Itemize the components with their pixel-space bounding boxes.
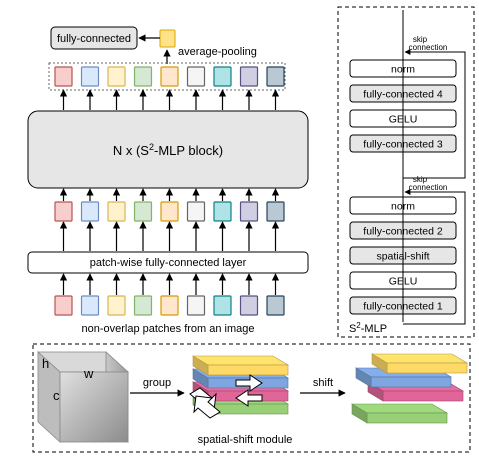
feature-map-cube [36,351,130,443]
patch-token-row [54,295,285,316]
s2mlp-panel-title: S2-MLP [349,321,387,335]
embedded-token-row [54,201,285,222]
patch-token-5 [160,295,179,316]
output-token-3 [107,66,126,87]
skip-top-label-1: skip [413,35,428,44]
pooled-token [159,29,176,48]
output-token-row [54,66,285,87]
head-fc-box [50,26,138,50]
output-token-6 [186,66,206,87]
patch-token-3 [107,295,126,316]
shifted-layer-1 [370,353,469,374]
output-token-5 [160,66,179,87]
cube-w-label: w [83,366,94,381]
output-token-8 [239,66,259,87]
vit-pipeline: fully-connected average-pooling N x (S2-… [27,26,309,335]
embedded-token-2 [80,201,100,222]
group-layer-1 [191,355,290,376]
cube-h-label: h [42,356,49,371]
patch-token-9 [266,295,285,316]
block-to-token-arrows [59,188,280,201]
shift-label: shift [313,377,333,389]
s2mlp-stack-box [27,110,309,189]
embedded-token-3 [107,201,126,222]
shift-up-arrow-icon [193,395,221,419]
output-token-9 [266,66,285,87]
embedded-token-4 [133,201,153,222]
pool-label: average-pooling [178,46,257,58]
output-token-2 [80,66,100,87]
skip-top-label-2: connection [409,43,448,52]
group-label: group [143,377,171,389]
output-token-arrows [59,89,280,110]
patch-to-layer-arrows [59,273,280,295]
grouped-layer-stack [189,355,290,419]
embedded-token-9 [266,201,285,222]
skip-mid-label-1: skip [413,175,428,184]
patch-fc-layer-box [27,251,309,274]
embedded-token-6 [186,201,206,222]
spatial-shift-panel: h w c group spatial-shift module shift [32,343,471,453]
spatial-shift-caption: spatial-shift module [198,434,293,446]
spatial-shift-panel-border [32,343,471,453]
embedded-token-1 [54,201,73,222]
patch-fc-layer-label: patch-wise fully-connected layer [90,257,247,269]
skip-mid-label-2: connection [409,183,448,192]
shifted-layer-stack [350,353,469,424]
embedded-token-7 [213,201,232,222]
shift-left-arrow-icon [235,389,263,407]
output-token-4 [133,66,153,87]
output-token-7 [213,66,232,87]
shift-right-arrow-icon [235,374,263,392]
patch-token-6 [186,295,206,316]
layer-to-token-arrows [59,221,280,251]
output-token-1 [54,66,73,87]
embedded-token-8 [239,201,259,222]
patches-caption: non-overlap patches from an image [81,323,254,335]
patch-token-8 [239,295,259,316]
patch-token-7 [213,295,232,316]
embedded-token-5 [160,201,179,222]
s2mlp-stack-label: N x (S2-MLP block) [113,142,223,158]
shifted-layer-4 [350,403,449,424]
skip-connection-top-path [403,49,466,179]
cube-c-label: c [53,388,60,403]
skip-connection-mid-path [403,189,466,325]
patch-token-1 [54,295,73,316]
patch-token-4 [133,295,153,316]
head-fc-label: fully-connected [57,33,131,45]
patch-token-2 [80,295,100,316]
s2mlp-panel-border [337,6,475,338]
